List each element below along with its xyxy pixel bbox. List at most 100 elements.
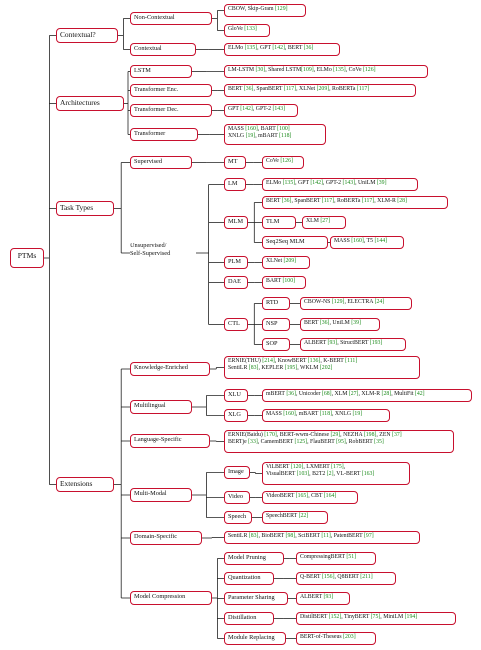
citation: [36] xyxy=(319,320,330,326)
node-line: SOP xyxy=(266,340,286,348)
label-text: Multilingual xyxy=(134,402,166,409)
citation: [126] xyxy=(280,158,293,164)
citation: [142] xyxy=(272,45,285,51)
citation: [83] xyxy=(248,533,259,539)
label-text: , XLM-R xyxy=(358,391,382,397)
node-line: TLM xyxy=(266,218,292,226)
citation: [27] xyxy=(320,218,331,224)
citation: [36] xyxy=(286,391,296,397)
label-text: Multi-Modal xyxy=(134,490,167,497)
node-noncontextual: Non-Contextual xyxy=(130,12,212,25)
citation: [28] xyxy=(381,391,392,397)
node-xlg-leaf: MASS [160], mBART [118], XNLG [19] xyxy=(262,409,390,422)
node-line: XLNet [209] xyxy=(266,258,306,265)
node-pruning: Model Pruning xyxy=(224,552,284,565)
node-line: VisualBERT [103], B2T2 [2], VL-BERT [163… xyxy=(266,471,406,478)
citation: [36] xyxy=(243,86,254,92)
node-line: XLM [27] xyxy=(306,218,342,225)
citation: [29] xyxy=(330,432,341,438)
label-text: XLM xyxy=(306,218,321,224)
label-text: ALBERT xyxy=(304,340,328,346)
node-multimodal: Multi-Modal xyxy=(130,488,192,502)
citation: [19] xyxy=(352,411,363,417)
node-line: ELMo [135], GPT [142], GPT-2 [143], UniL… xyxy=(266,180,414,187)
citation: [202] xyxy=(319,365,333,372)
citation: [35] xyxy=(374,439,384,446)
node-langspec-leaf: ERNIE(Baidu) [170], BERT-wwm-Chinese [29… xyxy=(224,430,454,453)
label-text: , MiniLM xyxy=(380,614,405,620)
label-text: , Unicoder xyxy=(296,391,322,397)
node-langspec: Language-Specific xyxy=(130,434,210,448)
label-text: , LXMERT xyxy=(303,464,332,470)
node-line: CompressingBERT [51] xyxy=(300,554,372,561)
label-text: Model Compression xyxy=(134,593,186,600)
label-text: Unsupervised/ xyxy=(130,242,167,249)
node-domain: Domain-Specific xyxy=(130,531,202,545)
label-text: SOP xyxy=(266,340,278,347)
node-line: Q-BERT [156], Q8BERT [211] xyxy=(300,574,392,581)
node-tlm: TLM xyxy=(262,216,296,229)
citation: [165] xyxy=(295,493,309,499)
label-text: , RoBERTa xyxy=(329,86,357,92)
citation: [109] xyxy=(301,67,314,73)
label-text: ELMo xyxy=(228,45,245,51)
label-text: Parameter Sharing xyxy=(228,594,275,601)
node-speech: Speech xyxy=(224,511,252,524)
label-text: , BioBERT xyxy=(258,533,286,539)
node-line: MT xyxy=(228,158,242,166)
node-line: MASS [160], T5 [144] xyxy=(334,238,400,245)
node-xlu-leaf: mBERT [36], Unicoder [68], XLM [27], XLM… xyxy=(262,389,472,402)
node-xlg: XLG xyxy=(224,409,248,422)
node-line: BERTje [33], CamemBERT [125], FlauBERT [… xyxy=(228,439,450,446)
label-text: Transformer xyxy=(134,130,166,137)
label-text: Transformer Enc. xyxy=(134,86,179,93)
node-line: Extensions xyxy=(60,479,110,488)
label-text: , GPT xyxy=(295,180,311,186)
node-line: Model Compression xyxy=(134,593,208,601)
citation: [214] xyxy=(262,358,275,364)
node-image-leaf: ViLBERT [120], LXMERT [175],VisualBERT [… xyxy=(262,462,410,485)
node-line: Model Pruning xyxy=(228,554,280,562)
citation: [117] xyxy=(356,86,370,92)
node-transformer-leaf: MASS [160], BART [100]XNLG [19], mBART [… xyxy=(224,124,326,145)
citation: [24] xyxy=(374,299,385,305)
label-text: SentiLR xyxy=(228,533,249,539)
node-plm-leaf: XLNet [209] xyxy=(262,256,310,269)
node-line: BERT [36], SpanBERT [117], RoBERTa [117]… xyxy=(266,198,444,205)
citation: [93] xyxy=(323,594,334,600)
node-line: Domain-Specific xyxy=(134,533,198,541)
node-line: mBERT [36], Unicoder [68], XLM [27], XLM… xyxy=(266,391,468,398)
label-text: , UniLM xyxy=(329,320,352,326)
node-line: ViLBERT [120], LXMERT [175], xyxy=(266,464,406,471)
label-text: Image xyxy=(228,468,244,475)
citation: [39] xyxy=(351,320,361,326)
label-text: XLG xyxy=(228,411,241,418)
node-video: Video xyxy=(224,491,250,504)
node-line: CTL xyxy=(228,320,244,328)
node-root: PTMs xyxy=(10,248,44,268)
label-text: NSP xyxy=(266,320,278,327)
citation: [129] xyxy=(274,6,288,12)
node-line: XLU xyxy=(228,391,244,399)
citation: [117] xyxy=(283,86,297,92)
label-text: CBOW, Skip-Gram xyxy=(228,6,275,12)
node-line: SpeechBERT [22] xyxy=(266,513,324,520)
node-line: Contextual xyxy=(134,45,192,53)
node-nsp: NSP xyxy=(262,318,290,331)
node-lstm: LSTM xyxy=(130,65,192,78)
node-ctx: Contextual xyxy=(130,43,196,56)
citation: [36] xyxy=(303,45,314,51)
node-nsp-leaf: BERT [36], UniLM [39] xyxy=(300,318,380,331)
citation: [111] xyxy=(345,358,358,364)
node-line: MASS [160], mBART [118], XNLG [19] xyxy=(266,411,386,418)
node-tdec: Transformer Dec. xyxy=(130,104,212,117)
label-text: mBERT xyxy=(266,391,287,397)
node-line: ERNIE(THU) [214], KnowBERT [136], K-BERT… xyxy=(228,358,416,365)
label-text: CBOW-NS xyxy=(304,299,332,305)
label-text: , GPT-2 xyxy=(322,180,343,186)
citation: [194] xyxy=(404,614,418,620)
node-line: Image xyxy=(228,468,246,476)
label-text: ELMo xyxy=(266,180,283,186)
node-domain-leaf: SentiLR [83], BioBERT [98], SciBERT [11]… xyxy=(224,531,420,544)
node-xlu: XLU xyxy=(224,389,248,402)
